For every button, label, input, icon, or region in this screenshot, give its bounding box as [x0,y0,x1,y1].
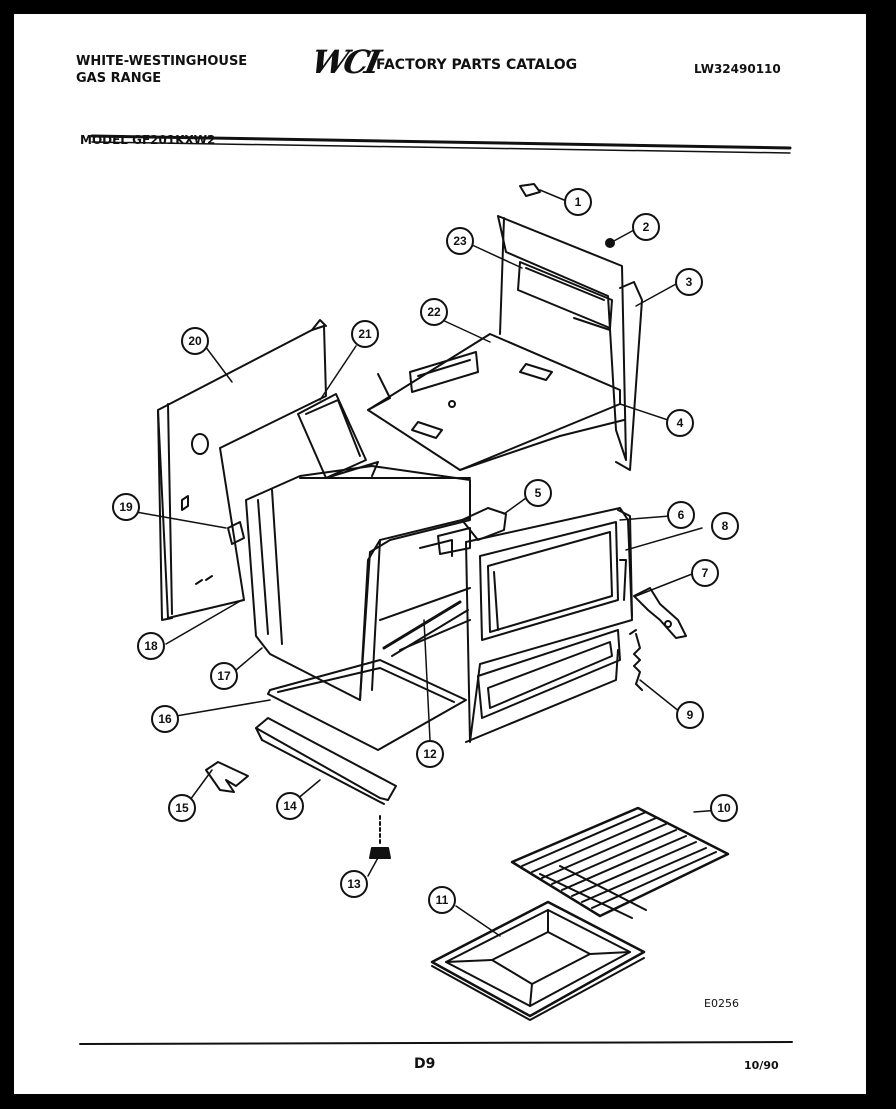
callout-21: 21 [351,320,379,348]
brand-line-1: WHITE-WESTINGHOUSE [76,54,248,69]
part-front-frame [465,507,633,743]
callout-12: 12 [416,740,444,768]
callout-16: 16 [151,705,179,733]
brand-line-2: GAS RANGE [76,71,162,86]
callout-5: 5 [524,479,552,507]
drawing-code: E0256 [704,997,739,1010]
catalog-title: FACTORY PARTS CATALOG [376,57,578,73]
part-leveler-bracket [205,761,249,793]
leader-lines [135,189,721,937]
callout-19: 19 [112,493,140,521]
callout-label: 18 [144,639,158,653]
callout-4: 4 [666,409,694,437]
callout-label: 16 [158,712,172,726]
callout-label: 9 [687,708,694,722]
part-number: LW32490110 [694,62,781,76]
callout-label: 15 [175,801,189,815]
part-leveling-leg [369,815,391,859]
callout-label: 22 [427,305,441,319]
callout-label: 2 [643,220,650,234]
callout-label: 20 [188,334,202,348]
part-top-panel [367,333,625,471]
part-side-panel [157,319,327,621]
callout-label: 5 [535,486,542,500]
callout-label: 6 [678,508,685,522]
part-burner [419,507,507,557]
part-clip [519,183,541,197]
page-number: D9 [414,1056,436,1072]
callout-label: 17 [217,669,231,683]
callout-17: 17 [210,662,238,690]
callout-label: 7 [702,566,709,580]
part-oven-rack [510,806,730,919]
callout-label: 4 [677,416,684,430]
part-rear-panel [497,215,643,471]
callout-1: 1 [564,188,592,216]
callout-label: 12 [423,747,437,761]
callout-label: 19 [119,500,133,514]
callout-label: 14 [283,799,297,813]
callout-label: 8 [722,519,729,533]
callout-8: 8 [711,512,739,540]
callout-label: 1 [575,195,582,209]
callout-23: 23 [446,227,474,255]
callout-20: 20 [181,327,209,355]
revision-date: 10/90 [744,1059,779,1072]
part-bottom-pan [267,659,467,751]
callout-3: 3 [675,268,703,296]
part-broiler-pan [430,900,646,1021]
header-rules [79,134,793,1045]
part-oven-liner [245,465,471,701]
part-screw [605,238,615,248]
callout-10: 10 [710,794,738,822]
callout-18: 18 [137,632,165,660]
callout-2: 2 [632,213,660,241]
part-bracket [297,393,379,479]
part-hinge [633,587,687,639]
callout-label: 3 [686,275,693,289]
callout-14: 14 [276,792,304,820]
callout-7: 7 [691,559,719,587]
callout-9: 9 [676,701,704,729]
callout-label: 10 [717,801,731,815]
callout-15: 15 [168,794,196,822]
callout-label: 21 [358,327,372,341]
callout-13: 13 [340,870,368,898]
part-kick-panel [255,717,397,805]
part-element [382,600,469,657]
callout-label: 11 [436,893,449,907]
callout-label: 23 [453,234,467,248]
part-spring [629,629,643,691]
callout-11: 11 [428,886,456,914]
callout-6: 6 [667,501,695,529]
callout-22: 22 [420,298,448,326]
callout-label: 13 [347,877,361,891]
